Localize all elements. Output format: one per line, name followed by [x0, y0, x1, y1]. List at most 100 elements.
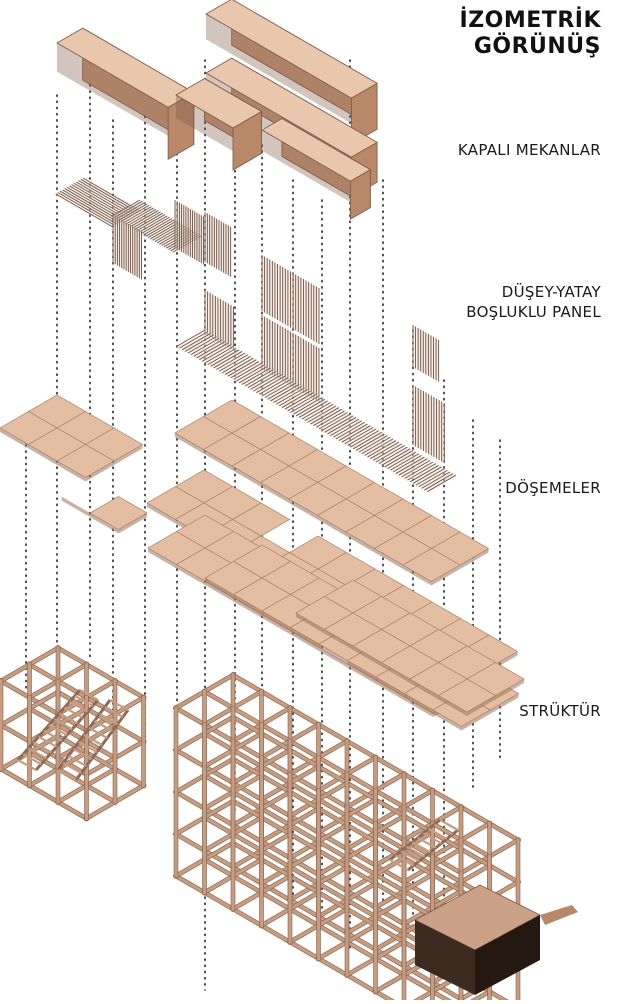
panel-slat — [207, 347, 237, 366]
frame-left — [0, 678, 89, 733]
panel-slat — [281, 390, 311, 408]
panel-wall-d — [261, 255, 320, 344]
stair-tread — [417, 836, 437, 849]
volume-small — [175, 77, 263, 171]
panel-slat — [290, 395, 320, 413]
panel-slat — [364, 438, 394, 456]
panel-slat — [352, 431, 382, 450]
panel-slat — [176, 329, 206, 347]
panel-slat — [236, 364, 266, 382]
panel-slat — [367, 440, 397, 458]
panel-slat — [113, 200, 143, 219]
stair-tread — [43, 729, 63, 742]
slab-tile — [89, 496, 148, 530]
stair-tread — [400, 850, 420, 863]
stair-tread — [73, 748, 93, 760]
stair-tread — [67, 755, 87, 767]
layer-label-panels-line-2: BOŞLUKLU PANEL — [466, 303, 601, 321]
stair-tread — [439, 819, 459, 831]
panel-slat — [412, 466, 442, 484]
stair-tread — [104, 706, 124, 718]
slab-tile — [437, 678, 497, 713]
stair-tread — [395, 854, 415, 867]
panel-slat — [241, 367, 271, 385]
panel-slat — [258, 377, 288, 395]
panel-slat — [193, 339, 223, 357]
panel-slat — [264, 380, 294, 399]
panel-slat — [204, 346, 234, 364]
panel-face — [175, 200, 204, 265]
panel-slat — [256, 375, 286, 394]
panel-slat — [392, 455, 422, 473]
panel-slat — [287, 393, 317, 412]
box-face-top — [175, 78, 263, 129]
stair-tread — [422, 832, 442, 845]
panel-slat — [276, 387, 305, 405]
stair-tread — [22, 753, 42, 766]
panel-slat — [409, 464, 439, 483]
box-inner-shadow — [57, 43, 169, 136]
panel-slat — [250, 372, 280, 390]
stair-tread — [99, 713, 119, 725]
stair-tread — [63, 706, 84, 719]
panel-slat — [219, 354, 248, 372]
box-inner-shadow — [176, 95, 233, 152]
panel-slat — [324, 415, 354, 433]
slatted-panels — [54, 177, 457, 493]
frame-main — [464, 989, 492, 1004]
stair-right — [389, 818, 459, 872]
panel-slat — [344, 426, 374, 445]
panel-slat — [293, 397, 323, 415]
panel-wall-c — [204, 212, 232, 277]
panel-slat — [227, 359, 257, 377]
box-face-top — [205, 0, 378, 99]
panel-slat — [278, 389, 308, 407]
panel-slat — [210, 349, 240, 367]
panel-slat — [230, 360, 260, 379]
stair-stringer — [389, 818, 441, 862]
stair-tread — [433, 823, 453, 836]
panel-slat — [136, 214, 166, 232]
panel-slat — [127, 208, 157, 227]
panel-slat — [233, 362, 263, 380]
frame-left — [0, 722, 89, 777]
panel-slat — [129, 210, 159, 228]
panel-slat — [387, 451, 417, 469]
stair-tread — [88, 727, 108, 739]
panel-slat — [284, 392, 314, 410]
frame-left — [27, 662, 118, 717]
volume-left — [56, 27, 195, 160]
panel-plane-c — [176, 329, 457, 493]
diagram-title: İZOMETRİK GÖRÜNÜŞ — [460, 8, 601, 60]
panel-slat — [150, 222, 179, 240]
frame-left — [55, 733, 146, 788]
slab-tile — [402, 548, 461, 582]
panel-slat — [407, 463, 437, 481]
panel-slat — [298, 400, 328, 418]
panel-slat — [401, 459, 431, 478]
panel-slat — [341, 425, 371, 443]
floor-slabs — [0, 394, 525, 731]
panel-slat — [122, 206, 152, 224]
stair-tread — [74, 694, 94, 707]
panel-slat — [273, 385, 303, 403]
panel-slat — [253, 374, 283, 392]
stair-tread — [79, 689, 99, 701]
panel-slat — [313, 408, 343, 427]
stair-tread — [57, 769, 77, 781]
box-inner-shadow — [206, 14, 352, 124]
slab-edge — [0, 428, 143, 482]
panel-slat — [338, 423, 368, 441]
panel-wall-f — [261, 315, 320, 402]
panel-slat — [398, 458, 428, 476]
panel-wall-g — [412, 325, 440, 382]
box-face-top — [261, 118, 372, 182]
panel-slat — [261, 379, 291, 397]
frame-left — [0, 766, 89, 821]
panel-slat — [244, 369, 274, 387]
panel-slat — [424, 473, 454, 491]
layer-label-floors: DÖŞEMELER — [505, 479, 601, 497]
title-line-2: GÖRÜNÜŞ — [473, 34, 601, 59]
stair-tread — [38, 735, 58, 748]
